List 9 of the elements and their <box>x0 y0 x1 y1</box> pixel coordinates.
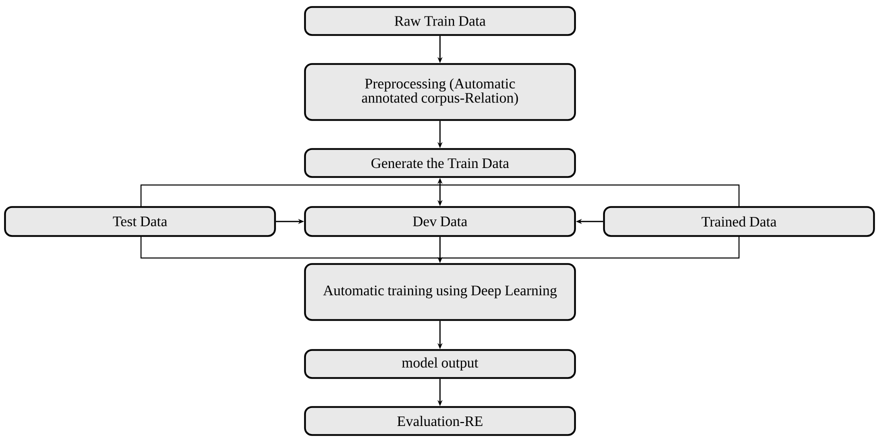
process-box: Preprocessing (Automatic annotated corpus-Relation) <box>304 63 576 121</box>
process-box: model output <box>304 349 576 379</box>
process-box: Dev Data <box>304 206 576 237</box>
process-box: Test Data <box>4 206 276 237</box>
process-box: Generate the Train Data <box>304 148 576 178</box>
process-box: Raw Train Data <box>304 6 576 36</box>
process-box: Trained Data <box>603 206 875 237</box>
process-box: Automatic training using Deep Learning <box>304 263 576 321</box>
process-box: Evaluation-RE <box>304 406 576 436</box>
